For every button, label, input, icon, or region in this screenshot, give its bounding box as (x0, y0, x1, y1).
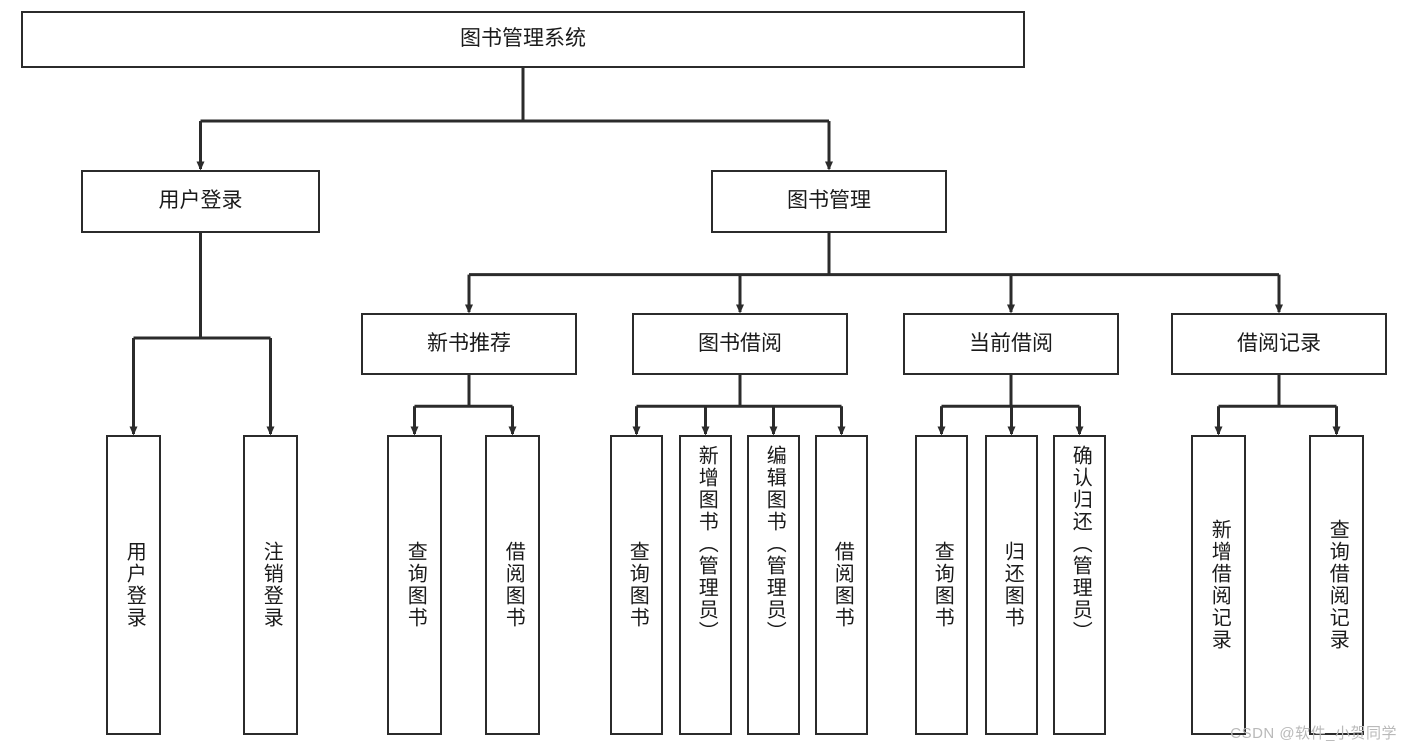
node-root[interactable]: 图书管理系统 (21, 11, 1025, 68)
node-leaf_b3[interactable]: 编辑图书（管理员） (747, 435, 800, 735)
node-leaf_b1[interactable]: 查询图书 (610, 435, 663, 735)
node-leaf_c3[interactable]: 确认归还（管理员） (1053, 435, 1106, 735)
node-leaf_c2[interactable]: 归还图书 (985, 435, 1038, 735)
node-label: 用户登录 (158, 189, 243, 213)
node-label: 新增借阅记录 (1208, 519, 1231, 651)
node-label: 查询图书 (404, 541, 427, 629)
node-l3b[interactable]: 图书借阅 (632, 313, 848, 375)
node-leaf_logout[interactable]: 注销登录 (243, 435, 298, 735)
node-leaf_r2[interactable]: 查询借阅记录 (1309, 435, 1364, 735)
node-label: 用户登录 (123, 541, 146, 629)
node-label: 确认归还（管理员） (1069, 445, 1092, 643)
node-leaf_n1[interactable]: 查询图书 (387, 435, 442, 735)
node-label: 当前借阅 (969, 331, 1053, 355)
node-l2a[interactable]: 用户登录 (81, 170, 320, 233)
node-label: 图书管理系统 (460, 27, 586, 51)
node-leaf_c1[interactable]: 查询图书 (915, 435, 968, 735)
node-leaf_r1[interactable]: 新增借阅记录 (1191, 435, 1246, 735)
node-label: 归还图书 (1001, 541, 1024, 629)
node-l3d[interactable]: 借阅记录 (1171, 313, 1387, 375)
node-label: 查询图书 (626, 541, 649, 629)
node-label: 查询图书 (931, 541, 954, 629)
node-l2b[interactable]: 图书管理 (711, 170, 947, 233)
node-leaf_login[interactable]: 用户登录 (106, 435, 161, 735)
node-label: 图书管理 (787, 189, 871, 213)
node-label: 图书借阅 (698, 331, 782, 355)
node-label: 借阅记录 (1237, 331, 1321, 355)
node-label: 新增图书（管理员） (695, 445, 718, 643)
node-l3a[interactable]: 新书推荐 (361, 313, 577, 375)
node-label: 注销登录 (260, 541, 283, 629)
node-label: 借阅图书 (831, 541, 854, 629)
watermark-credit: CSDN @软件_小贺同学 (1230, 725, 1397, 742)
node-leaf_b4[interactable]: 借阅图书 (815, 435, 868, 735)
node-l3c[interactable]: 当前借阅 (903, 313, 1119, 375)
node-leaf_b2[interactable]: 新增图书（管理员） (679, 435, 732, 735)
node-leaf_n2[interactable]: 借阅图书 (485, 435, 540, 735)
node-label: 查询借阅记录 (1326, 519, 1349, 651)
node-label: 编辑图书（管理员） (763, 445, 786, 643)
node-label: 借阅图书 (502, 541, 525, 629)
node-label: 新书推荐 (427, 331, 511, 355)
